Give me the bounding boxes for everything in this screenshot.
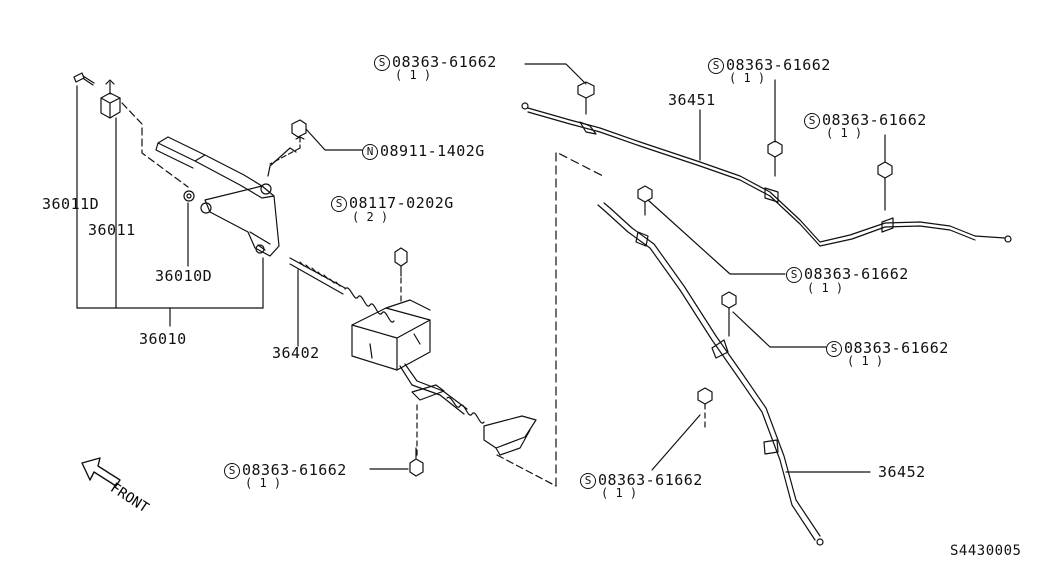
label-36451: 36451 <box>668 91 716 109</box>
qty-08363-g: ( 1 ) <box>601 486 638 500</box>
bolts-center <box>394 247 424 477</box>
qty-08363-a: ( 1 ) <box>395 68 432 82</box>
dashed-linkage <box>555 151 604 487</box>
leader-lines <box>76 63 886 473</box>
front-cable-assembly <box>289 257 557 487</box>
rear-cable-left <box>597 202 824 546</box>
qty-08363-f: ( 1 ) <box>245 476 282 490</box>
n-circle-icon: N <box>362 144 378 160</box>
qty-08363-b: ( 1 ) <box>729 71 766 85</box>
s-circle-icon: S <box>826 341 842 357</box>
qty-08363-e: ( 1 ) <box>847 354 884 368</box>
qty-08363-c: ( 1 ) <box>826 126 863 140</box>
label-36011d: 36011D <box>42 195 100 213</box>
qty-08117: ( 2 ) <box>352 210 389 224</box>
s-circle-icon: S <box>331 196 347 212</box>
label-36402: 36402 <box>272 344 320 362</box>
label-36010: 36010 <box>139 330 187 348</box>
qty-08363-d: ( 1 ) <box>807 281 844 295</box>
rear-cable-right <box>521 102 1012 247</box>
s-circle-icon: S <box>708 58 724 74</box>
hand-lever-assembly <box>73 72 307 257</box>
diagram-code: S4430005 <box>950 543 1022 559</box>
s-circle-icon: S <box>374 55 390 71</box>
label-36010d: 36010D <box>155 267 213 285</box>
label-36452: 36452 <box>878 463 926 481</box>
s-circle-icon: S <box>786 267 802 283</box>
label-36011: 36011 <box>88 221 136 239</box>
s-circle-icon: S <box>804 113 820 129</box>
s-circle-icon: S <box>224 463 240 479</box>
s-circle-icon: S <box>580 473 596 489</box>
front-arrow-icon <box>81 457 121 487</box>
